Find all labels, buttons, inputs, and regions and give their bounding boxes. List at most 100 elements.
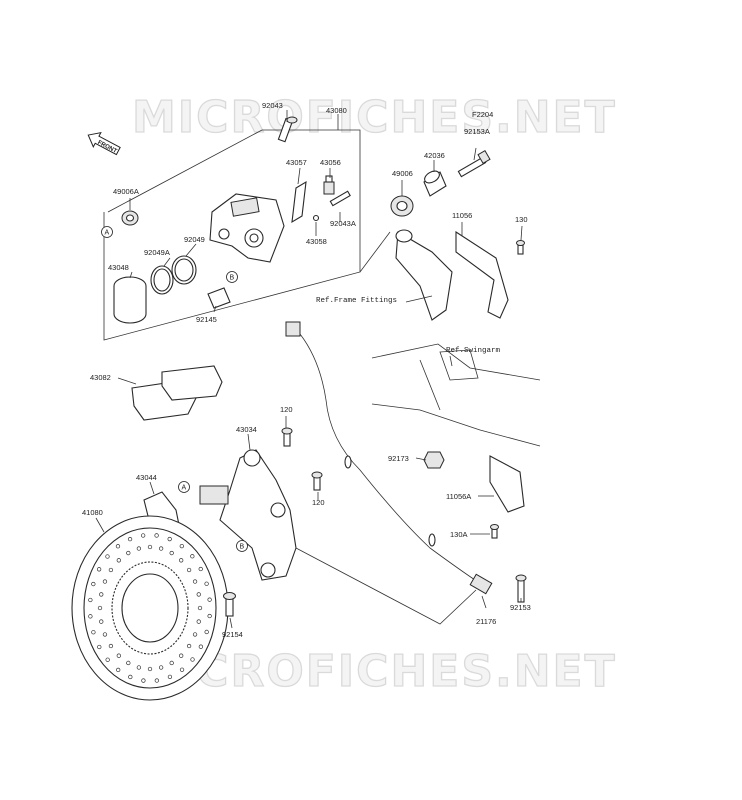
callout-a-top: A <box>101 226 113 238</box>
bracket-11056 <box>455 230 509 319</box>
disc-vent-hole <box>99 592 104 597</box>
disc-vent-hole <box>207 613 212 619</box>
disc-vent-hole <box>179 667 185 672</box>
disc-vent-hole <box>179 558 184 563</box>
disc-vent-hole <box>204 581 209 586</box>
label-43080: 43080 <box>326 106 347 115</box>
disc-vent-hole <box>136 665 142 670</box>
bolt-92153 <box>515 574 527 603</box>
caliper-43080 <box>209 193 285 263</box>
disc-vent-hole <box>197 605 203 611</box>
bolt-130A <box>490 524 499 539</box>
label-49006A: 49006A <box>113 187 139 196</box>
disc-vent-hole <box>102 579 108 584</box>
label-43034: 43034 <box>236 425 257 434</box>
disc-vent-hole <box>207 597 212 602</box>
watermark-top: MICROFICHES.NET <box>132 92 617 143</box>
label-92049A: 92049A <box>144 248 170 257</box>
label-120-lower: 120 <box>312 498 325 507</box>
label-43044: 43044 <box>136 473 157 482</box>
label-92153A: 92153A <box>464 127 490 136</box>
ref-frame-fittings: Ref.Frame Fittings <box>316 297 397 305</box>
disc-vent-hole <box>108 567 114 573</box>
callout-b-top: B <box>226 271 238 283</box>
disc-vent-hole <box>88 614 93 619</box>
label-130: 130 <box>515 215 528 224</box>
callout-a-bottom: A <box>178 481 190 493</box>
label-43082: 43082 <box>90 373 111 382</box>
disc-vent-hole <box>167 674 173 680</box>
disc-vent-hole <box>198 566 203 572</box>
disc-vent-hole <box>204 629 209 635</box>
swingarm-outline <box>371 343 541 447</box>
cap-43058 <box>312 214 320 222</box>
svg-text:B: B <box>240 544 245 551</box>
bolt-120-lower <box>311 471 323 491</box>
label-11056A: 11056A <box>446 492 471 501</box>
disc-vent-hole <box>126 660 131 666</box>
frame-fitting-plate <box>395 231 453 321</box>
disc-vent-hole <box>158 665 164 670</box>
label-43057: 43057 <box>286 158 307 167</box>
label-43056: 43056 <box>320 158 341 167</box>
caliper-bracket-43034 <box>219 449 297 581</box>
label-130A: 130A <box>450 530 468 539</box>
label-41080: 41080 <box>82 508 103 517</box>
collar-42036 <box>423 170 447 197</box>
svg-text:B: B <box>230 275 235 282</box>
bracket-11056A <box>489 455 525 513</box>
bolt-120-upper <box>281 427 293 447</box>
brake-disc-41080 <box>71 515 229 701</box>
disc-vent-hole <box>128 674 133 680</box>
disc-vent-hole <box>141 678 146 683</box>
disc-vent-hole <box>158 546 164 551</box>
label-92153: 92153 <box>510 603 531 612</box>
label-43048: 43048 <box>108 263 129 272</box>
label-92173: 92173 <box>388 454 409 463</box>
disc-vent-hole <box>154 533 159 538</box>
disc-vent-hole <box>136 546 142 551</box>
svg-text:A: A <box>182 485 187 492</box>
disc-vent-hole <box>126 550 131 556</box>
bolt-92154 <box>223 592 236 617</box>
disc-vent-hole <box>198 644 204 649</box>
abs-sensor-harness <box>285 321 493 595</box>
label-92043A: 92043A <box>330 219 356 228</box>
bolt-130 <box>516 240 525 255</box>
piston-43048 <box>113 276 147 324</box>
label-42036: 42036 <box>424 151 445 160</box>
disc-vent-hole <box>115 544 121 549</box>
label-92049: 92049 <box>184 235 205 244</box>
disc-vent-hole <box>169 550 174 556</box>
disc-vent-hole <box>147 666 153 672</box>
disc-vent-hole <box>196 619 201 624</box>
disc-vent-hole <box>116 667 121 673</box>
disc-vent-hole <box>88 597 93 603</box>
disc-vent-hole <box>154 678 159 683</box>
leader-lines <box>95 110 523 629</box>
front-arrow-icon: FRONT <box>87 132 121 156</box>
disc-vent-hole <box>141 533 146 538</box>
brake-pads-43082 <box>131 365 223 421</box>
disc-vent-hole <box>105 554 110 559</box>
disc-vent-hole <box>192 632 198 637</box>
label-92043: 92043 <box>262 101 283 110</box>
disc-vent-hole <box>96 567 102 572</box>
disc-vent-hole <box>186 643 192 649</box>
disc-vent-hole <box>102 632 108 637</box>
disc-vent-hole <box>179 653 184 658</box>
ref-swingarm: Ref.Swingarm <box>446 347 501 355</box>
bleed-valve-43056 <box>323 175 335 195</box>
pin-92043A <box>329 190 351 207</box>
disc-vent-hole <box>116 653 121 658</box>
disc-vent-hole <box>179 543 184 549</box>
nut-92173 <box>423 451 445 469</box>
disc-vent-hole <box>91 581 96 587</box>
disc-vent-hole <box>169 660 174 666</box>
disc-vent-hole <box>167 536 172 542</box>
label-49006: 49006 <box>392 169 413 178</box>
disc-vent-hole <box>196 592 201 597</box>
disc-vent-hole <box>108 643 114 649</box>
disc-vent-hole <box>147 544 153 550</box>
